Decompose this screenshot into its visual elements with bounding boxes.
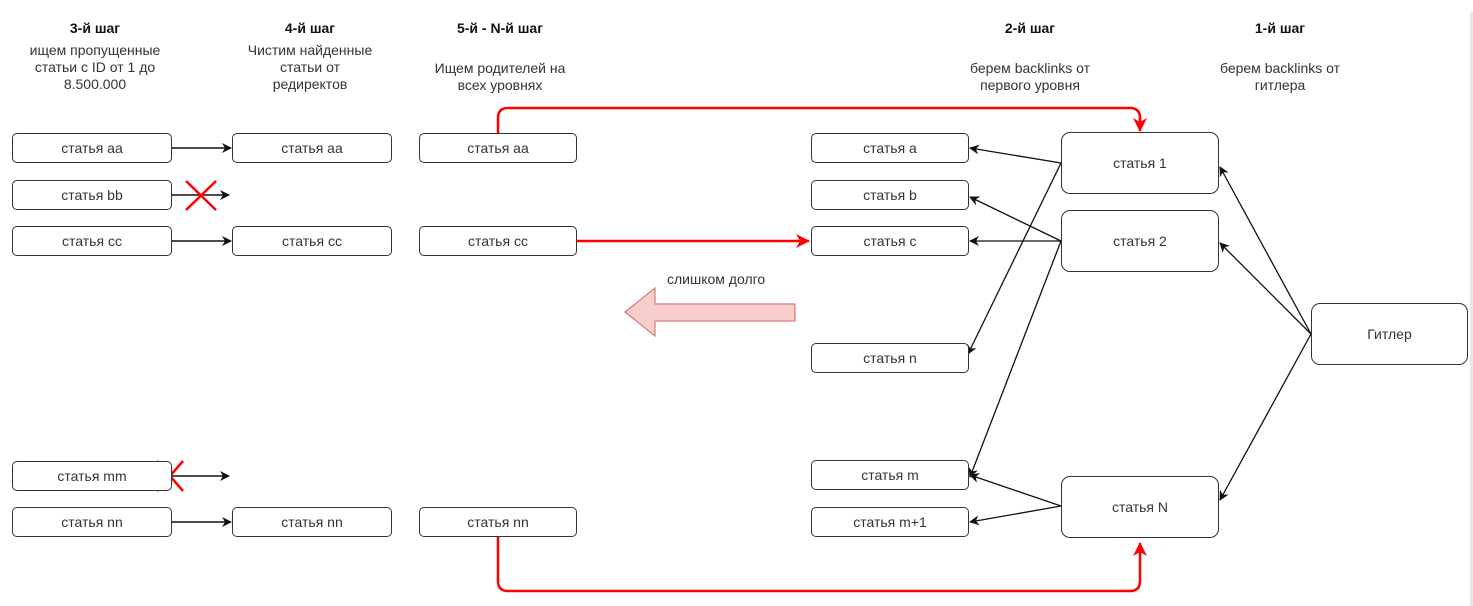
- link-s1-a: [969, 144, 1062, 164]
- red-arrow-aa-to-s1: [496, 106, 1147, 133]
- col4-article-nn[interactable]: статья nn: [232, 507, 392, 537]
- step2-desc: берем backlinks от первого уровня: [930, 60, 1130, 94]
- link-s2-m: [968, 240, 1062, 478]
- step5n-desc-line: всех уровнях: [457, 77, 543, 93]
- link-sN-m: [969, 473, 1062, 507]
- col5-article-aa[interactable]: статья aa: [419, 133, 577, 163]
- step1-desc: берем backlinks от гитлера: [1180, 60, 1380, 94]
- col3-article-bb[interactable]: статья bb: [12, 180, 172, 210]
- col2-article-a[interactable]: статья a: [811, 133, 969, 163]
- col1-article-1[interactable]: статья 1: [1061, 132, 1219, 194]
- col4-article-cc[interactable]: статья cc: [232, 226, 392, 256]
- step1-desc-line: берем backlinks от: [1219, 60, 1341, 76]
- col1-article-N[interactable]: статья N: [1061, 476, 1219, 538]
- step4-desc-line: редиректов: [272, 76, 348, 92]
- right-edge-strip: [1470, 12, 1473, 606]
- step3-title: 3-й шаг: [69, 20, 121, 36]
- step3-desc-line: ищем пропущенные: [29, 42, 161, 58]
- step4-desc-line: статьи от: [279, 59, 341, 75]
- col2-article-b[interactable]: статья b: [811, 180, 969, 210]
- col3-article-aa[interactable]: статья aa: [12, 133, 172, 163]
- link-s2-b: [969, 196, 1062, 242]
- col3-article-nn[interactable]: статья nn: [12, 507, 172, 537]
- step5n-desc: Ищем родителей на всех уровнях: [400, 60, 600, 94]
- col3-article-cc[interactable]: статья cc: [12, 226, 172, 256]
- step1-desc-line: гитлера: [1254, 77, 1306, 93]
- root-hitler[interactable]: Гитлер: [1311, 303, 1468, 365]
- link-root-sN: [1219, 333, 1312, 501]
- col1-article-2[interactable]: статья 2: [1061, 210, 1219, 272]
- step5n-title: 5-й - N-й шаг: [456, 20, 544, 36]
- step2-desc-line: берем backlinks от: [969, 60, 1091, 76]
- col5-article-cc[interactable]: статья cc: [419, 226, 577, 256]
- col3-article-mm[interactable]: статья mm: [12, 461, 172, 491]
- link-root-s1: [1219, 166, 1312, 335]
- cross-icon: [185, 180, 217, 211]
- step3-desc-line: 8.500.000: [63, 76, 127, 92]
- too-long-arrow-icon: [624, 286, 796, 338]
- col5-article-nn[interactable]: статья nn: [419, 507, 577, 537]
- step1-title: 1-й шаг: [1254, 20, 1306, 36]
- step4-desc-line: Чистим найденные: [247, 42, 373, 58]
- step2-desc-line: первого уровня: [980, 77, 1080, 93]
- col2-article-c[interactable]: статья c: [811, 226, 969, 256]
- col4-article-aa[interactable]: статья aa: [232, 133, 392, 163]
- step4-desc: Чистим найденные статьи от редиректов: [220, 42, 400, 93]
- link-s1-n: [967, 162, 1062, 355]
- link-root-s2: [1219, 242, 1312, 335]
- col2-article-n[interactable]: статья n: [811, 343, 969, 373]
- step3-desc-line: статьи с ID от 1 до: [34, 59, 156, 75]
- too-long-note: слишком долго: [667, 271, 766, 287]
- step2-title: 2-й шаг: [1004, 20, 1056, 36]
- col2-article-m[interactable]: статья m: [811, 460, 969, 490]
- red-arrow-nn-to-sN: [496, 537, 1147, 593]
- step5n-desc-line: Ищем родителей на: [434, 60, 566, 76]
- link-sN-m1: [969, 505, 1062, 526]
- col2-article-m-plus-1[interactable]: статья m+1: [811, 507, 969, 537]
- step3-desc: ищем пропущенные статьи с ID от 1 до 8.5…: [0, 42, 190, 93]
- step4-title: 4-й шаг: [284, 20, 336, 36]
